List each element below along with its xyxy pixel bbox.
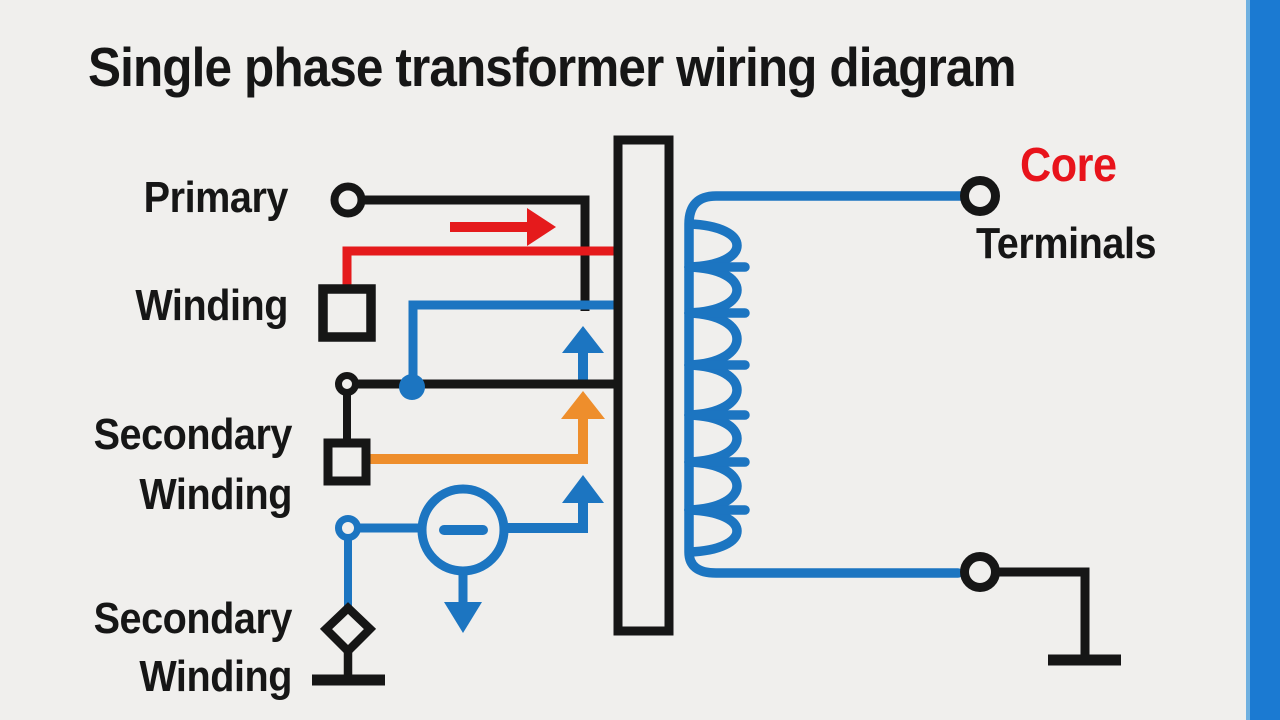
- current-arrow-red-head: [527, 208, 556, 246]
- secondary1-wire-orange: [370, 417, 588, 464]
- core-and-coil: [613, 135, 1121, 666]
- secondary-winding2-label-line1: Secondary: [93, 594, 293, 643]
- core-terminal-top: [960, 176, 1000, 216]
- secondary-circuit-1: [323, 300, 616, 486]
- primary-winding-box: [318, 284, 376, 342]
- earth-diamond: [319, 602, 377, 658]
- primary-terminal: [330, 182, 366, 218]
- primary-circuit: [318, 182, 616, 342]
- core-terminal-bottom: [960, 552, 1000, 592]
- coil-loop-spokes: [684, 262, 750, 515]
- secondary1-terminal: [335, 372, 359, 396]
- source-wire-right: [504, 502, 588, 533]
- secondary-winding1-label-line1: Secondary: [93, 410, 293, 459]
- core-rect: [613, 135, 674, 636]
- coil-wire: [684, 191, 966, 578]
- junction-dot: [399, 374, 425, 400]
- page-title: Single phase transformer wiring diagram: [88, 36, 1017, 98]
- secondary-circuit-2: [312, 475, 604, 686]
- secondary1-wire-blue: [408, 300, 616, 387]
- secondary-winding2-label-line2: Winding: [139, 652, 292, 701]
- ground-wire-right: [996, 567, 1090, 660]
- coil-loops: [684, 219, 742, 557]
- secondary1-winding-box: [323, 438, 371, 486]
- flux-arrow-orange-head: [561, 391, 605, 419]
- core-label: Core: [1020, 139, 1117, 192]
- primary-wire-red: [342, 246, 616, 291]
- primary-wire-black: [362, 195, 590, 311]
- secondary-winding1-label-line2: Winding: [139, 470, 292, 519]
- flux-arrow-blue-2-head: [562, 475, 604, 503]
- flux-arrow-blue-1-head: [562, 326, 604, 353]
- ground-arrow-head: [444, 602, 482, 633]
- right-accent-bar: [1246, 0, 1280, 720]
- terminals-label: Terminals: [976, 219, 1157, 268]
- primary-winding-label-line1: Primary: [143, 173, 289, 222]
- primary-winding-label-line2: Winding: [135, 281, 288, 330]
- secondary2-terminal: [335, 515, 361, 541]
